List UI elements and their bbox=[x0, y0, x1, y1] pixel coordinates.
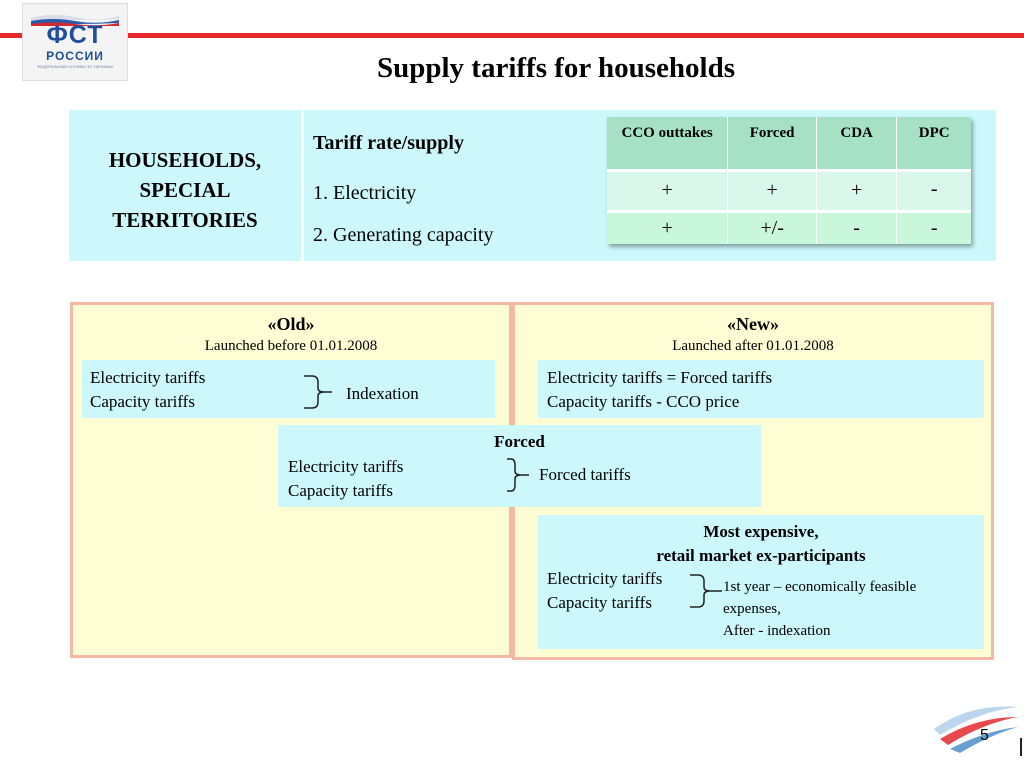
most-expensive-box bbox=[538, 515, 984, 649]
matrix-cell: + bbox=[727, 169, 817, 212]
forced-box-title: Forced bbox=[494, 432, 545, 451]
matrix-cell: + bbox=[607, 169, 729, 212]
page-number: 5 bbox=[980, 727, 989, 744]
matrix-cell: - bbox=[896, 209, 971, 244]
header-red-line-right bbox=[128, 33, 1024, 38]
result-line: 1st year – economically feasible bbox=[723, 579, 917, 595]
fst-logo: ФСТ РОССИИ ФЕДЕРАЛЬНАЯ СЛУЖБА ПО ТАРИФАМ bbox=[22, 3, 128, 81]
tariff-line: Electricity tariffs bbox=[90, 368, 206, 387]
rate-item-capacity: 2. Generating capacity bbox=[313, 224, 494, 246]
most-expensive-title: Most expensive, retail market ex-partici… bbox=[538, 520, 984, 568]
logo-caption: ФЕДЕРАЛЬНАЯ СЛУЖБА ПО ТАРИФАМ bbox=[37, 64, 113, 69]
tariff-line: Electricity tariffs bbox=[288, 457, 404, 476]
result-line: After - indexation bbox=[723, 623, 831, 639]
households-label-line: HOUSEHOLDS, bbox=[108, 148, 262, 172]
header-red-line-left bbox=[0, 33, 22, 38]
matrix-header-dpc: DPC bbox=[896, 117, 971, 171]
old-panel-subtitle: Launched before 01.01.2008 bbox=[204, 338, 378, 354]
tariff-line: Capacity tariffs bbox=[547, 593, 652, 612]
logo-subtext: РОССИИ bbox=[46, 49, 104, 63]
tariff-line: Capacity tariffs bbox=[288, 481, 393, 500]
old-tariffs-box bbox=[82, 360, 495, 418]
swoosh-logo-icon bbox=[934, 706, 1018, 753]
brace-icon bbox=[690, 574, 722, 608]
households-label-line: TERRITORIES bbox=[112, 208, 258, 232]
matrix-cell: +/- bbox=[727, 209, 817, 244]
tariff-line: Capacity tariffs - CCO price bbox=[547, 392, 740, 411]
supply-matrix-table: CCO outtakes Forced CDA DPC + + + - + +/… bbox=[607, 117, 971, 244]
households-panel bbox=[69, 110, 301, 261]
new-panel-title: «New» bbox=[727, 314, 779, 334]
tariff-line: Capacity tariffs bbox=[90, 392, 195, 411]
matrix-cell: + bbox=[816, 169, 898, 212]
matrix-header-cda: CDA bbox=[816, 117, 898, 171]
new-tariffs-lines: Electricity tariffs = Forced tariffs Cap… bbox=[547, 366, 772, 414]
most-expensive-title-line: retail market ex-participants bbox=[656, 546, 866, 565]
new-tariffs-box bbox=[538, 360, 984, 418]
footer-mark bbox=[1020, 738, 1022, 756]
tariff-line: Electricity tariffs = Forced tariffs bbox=[547, 368, 773, 387]
most-expensive-lines: Electricity tariffs Capacity tariffs bbox=[547, 567, 662, 615]
households-label: HOUSEHOLDS, SPECIAL TERRITORIES bbox=[69, 145, 301, 235]
result-line: expenses, bbox=[723, 601, 781, 617]
slide-title: Supply tariffs for households bbox=[376, 52, 736, 84]
matrix-header-forced: Forced bbox=[727, 117, 817, 171]
forced-tariffs-label: Forced tariffs bbox=[539, 465, 631, 484]
tariff-line: Electricity tariffs bbox=[547, 569, 663, 588]
brace-icon bbox=[507, 458, 529, 492]
indexation-label: Indexation bbox=[346, 384, 419, 403]
households-label-line: SPECIAL bbox=[139, 178, 231, 202]
rate-item-electricity: 1. Electricity bbox=[313, 182, 417, 204]
old-tariffs-lines: Electricity tariffs Capacity tariffs bbox=[90, 366, 205, 414]
forced-box bbox=[278, 425, 761, 507]
tariff-rate-title: Tariff rate/supply bbox=[313, 132, 464, 154]
brace-icon bbox=[304, 375, 332, 409]
logo-text: ФСТ bbox=[46, 21, 104, 49]
new-panel-subtitle: Launched after 01.01.2008 bbox=[672, 338, 834, 354]
matrix-header-cco: CCO outtakes bbox=[607, 117, 729, 171]
matrix-cell: - bbox=[816, 209, 898, 244]
matrix-cell: - bbox=[896, 169, 971, 212]
most-expensive-result: 1st year – economically feasible expense… bbox=[723, 576, 916, 642]
forced-box-lines: Electricity tariffs Capacity tariffs bbox=[288, 455, 403, 503]
most-expensive-title-line: Most expensive, bbox=[703, 522, 819, 541]
old-panel-title: «Old» bbox=[267, 314, 315, 334]
flag-icon bbox=[31, 14, 119, 26]
matrix-cell: + bbox=[607, 209, 729, 244]
